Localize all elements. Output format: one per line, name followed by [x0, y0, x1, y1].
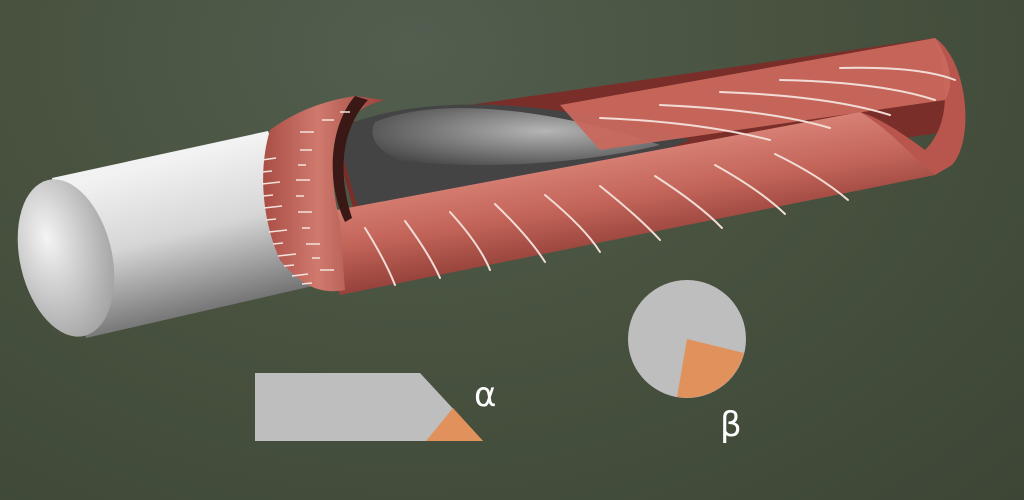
label-beta: β	[720, 405, 742, 445]
label-alpha: α	[474, 375, 497, 415]
rod-end-cap	[17, 179, 115, 337]
shape-beta-sector	[677, 339, 744, 398]
helical-sleeve	[261, 38, 966, 295]
sleeve-collar	[263, 96, 385, 292]
shape-alpha-wedge	[426, 408, 483, 441]
rod-body	[52, 131, 330, 338]
cylinder-rod	[17, 131, 330, 338]
shape-alpha-body	[255, 373, 483, 441]
collar-inner-edge	[332, 96, 368, 222]
rod-bevel-highlight	[372, 108, 660, 165]
sleeve-stripes	[364, 66, 956, 286]
sleeve-lip	[860, 38, 966, 175]
collar-scale-ticks	[261, 111, 350, 285]
shape-beta	[628, 280, 746, 398]
shape-alpha	[255, 373, 483, 441]
